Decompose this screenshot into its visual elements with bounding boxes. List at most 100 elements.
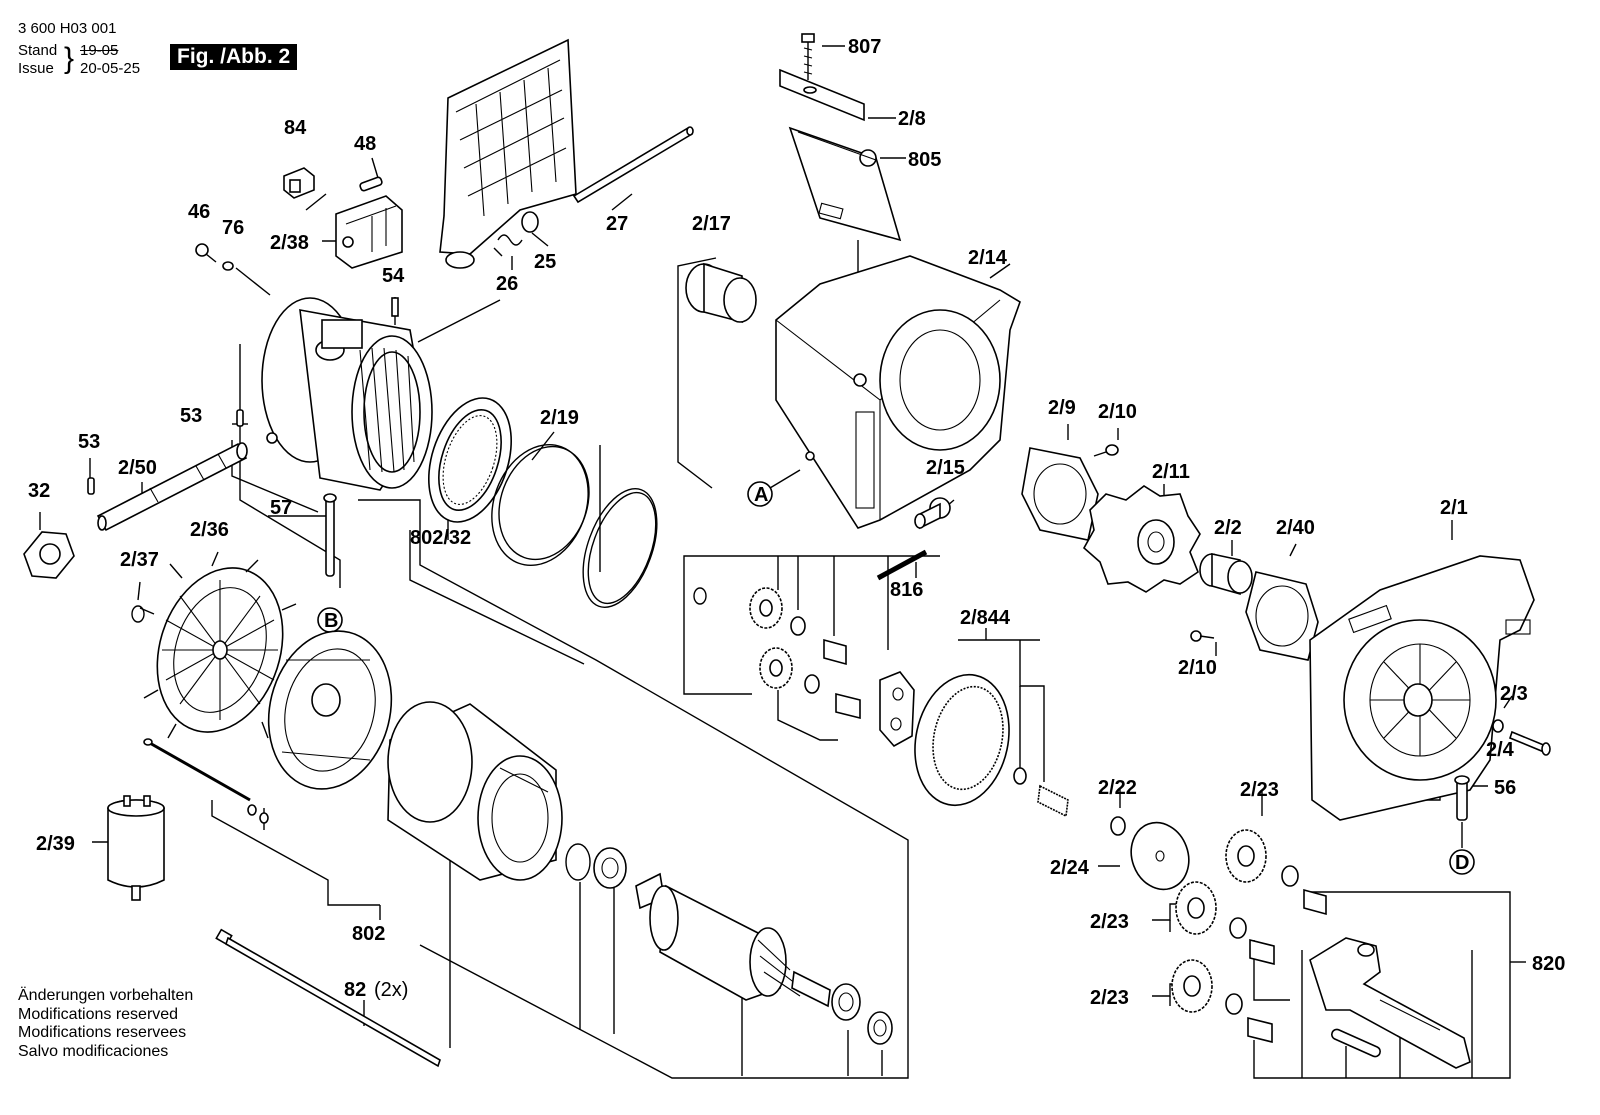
note-es: Salvo modificaciones <box>18 1042 169 1060</box>
label-2-39: 2/39 <box>36 833 75 855</box>
impeller-2-11 <box>1082 485 1201 593</box>
label-2-24: 2/24 <box>1050 857 1090 879</box>
screw-46 <box>195 243 217 263</box>
modification-notes: Änderungen vorbehalten Modifications res… <box>18 987 193 1061</box>
label-25: 25 <box>534 251 556 273</box>
label-2-23-b: 2/23 <box>1090 911 1129 933</box>
nut-32 <box>23 531 75 579</box>
bushing-2-15 <box>914 497 951 530</box>
screw-2-10-a <box>1093 444 1119 457</box>
screw-2-10-b <box>1190 630 1215 642</box>
label-32: 32 <box>28 480 50 502</box>
pin-816 <box>876 549 928 581</box>
terminal-block-2-38 <box>335 195 403 269</box>
label-2-2: 2/2 <box>1214 517 1242 539</box>
part-number: 3 600 H03 001 <box>18 20 117 37</box>
ring-802-32 <box>428 397 512 523</box>
callout-circle-a <box>747 469 801 507</box>
issue-date: 20-05-25 <box>80 60 141 77</box>
circlip-small <box>693 587 707 605</box>
shaft-2-50 <box>96 442 248 532</box>
label-802-32: 802/32 <box>410 527 471 549</box>
gasket-2-40 <box>1245 571 1319 661</box>
washer-76 <box>222 261 234 271</box>
label-807: 807 <box>848 36 881 58</box>
label-2-23-c: 2/23 <box>1090 987 1129 1009</box>
cover-grille-25 <box>439 38 577 269</box>
capacitor-2-39 <box>107 795 165 901</box>
label-2-1: 2/1 <box>1440 497 1468 519</box>
label-2-40: 2/40 <box>1276 517 1315 539</box>
note-en: Modifications reserved <box>18 1005 179 1023</box>
callout-labels: 807 2/8 805 84 48 46 76 2/38 54 27 25 26… <box>28 36 1565 1009</box>
label-2-10-b: 2/10 <box>1178 657 1217 679</box>
screw-807 <box>801 33 815 80</box>
label-805: 805 <box>908 149 941 171</box>
label-2-19: 2/19 <box>540 407 579 429</box>
planet-gear-upper <box>749 587 783 629</box>
screw-2-3 <box>1509 730 1551 756</box>
output-spindle-820 <box>1309 937 1471 1069</box>
label-46: 46 <box>188 201 210 223</box>
bearing-rear <box>831 983 861 1021</box>
housing-cover-2-1 <box>1309 555 1535 821</box>
pinion <box>1013 767 1069 818</box>
motor-housing <box>261 297 433 491</box>
pin-53-a <box>236 409 244 427</box>
long-bolt <box>143 738 269 824</box>
header-brace: } <box>64 42 75 75</box>
label-b: B <box>324 610 338 632</box>
label-816: 816 <box>890 579 923 601</box>
gear-housing-2-14 <box>775 255 1021 529</box>
label-2-36: 2/36 <box>190 519 229 541</box>
label-2-23-a: 2/23 <box>1240 779 1279 801</box>
pin-48 <box>359 176 383 192</box>
label-76: 76 <box>222 217 244 239</box>
label-2-50: 2/50 <box>118 457 157 479</box>
label-48: 48 <box>354 133 376 155</box>
seal-ring <box>565 843 591 881</box>
gear-2-23-low <box>1171 959 1213 1013</box>
fan-2-36 <box>139 559 303 739</box>
gasket-2-9 <box>1021 447 1099 541</box>
label-57: 57 <box>270 497 292 519</box>
armature <box>635 872 831 1008</box>
label-56: 56 <box>1494 777 1516 799</box>
planet-gear-lower <box>759 647 793 689</box>
clamp-bracket-2-8 <box>779 68 865 122</box>
part-84 <box>283 167 315 199</box>
washer-2-4 <box>1492 719 1504 733</box>
gear-2-23-mid <box>1175 881 1217 935</box>
flap-805 <box>788 126 902 242</box>
label-84: 84 <box>284 117 307 139</box>
label-2-14: 2/14 <box>968 247 1008 269</box>
label-2-37: 2/37 <box>120 549 159 571</box>
label-82: 82 <box>344 979 366 1001</box>
label-53-a: 53 <box>180 405 202 427</box>
label-802: 802 <box>352 923 385 945</box>
label-27: 27 <box>606 213 628 235</box>
disc-2-24 <box>1130 821 1190 891</box>
label-2-38: 2/38 <box>270 232 309 254</box>
callout-circle-d <box>1449 849 1475 875</box>
label-2-9: 2/9 <box>1048 397 1076 419</box>
bushing-2-22 <box>1110 816 1126 836</box>
bushing-2-17 <box>685 262 757 324</box>
leader-lines <box>39 45 1526 1079</box>
label-53-b: 53 <box>78 431 100 453</box>
gear-2-23-top <box>1225 829 1267 883</box>
label-2-10-a: 2/10 <box>1098 401 1137 423</box>
pin-53-b <box>87 477 95 495</box>
planet-pins-820 <box>1225 865 1327 1044</box>
note-fr: Modifications reservees <box>18 1024 187 1041</box>
needle-bearings <box>790 616 861 720</box>
label-a: A <box>754 484 768 506</box>
label-2-17: 2/17 <box>692 213 731 235</box>
pin-54 <box>391 297 399 317</box>
pin-57 <box>323 493 337 577</box>
snap-ring-2-19 <box>491 443 590 567</box>
label-2-8: 2/8 <box>898 108 926 130</box>
label-2-22: 2/22 <box>1098 777 1137 799</box>
spring-26 <box>493 234 523 257</box>
